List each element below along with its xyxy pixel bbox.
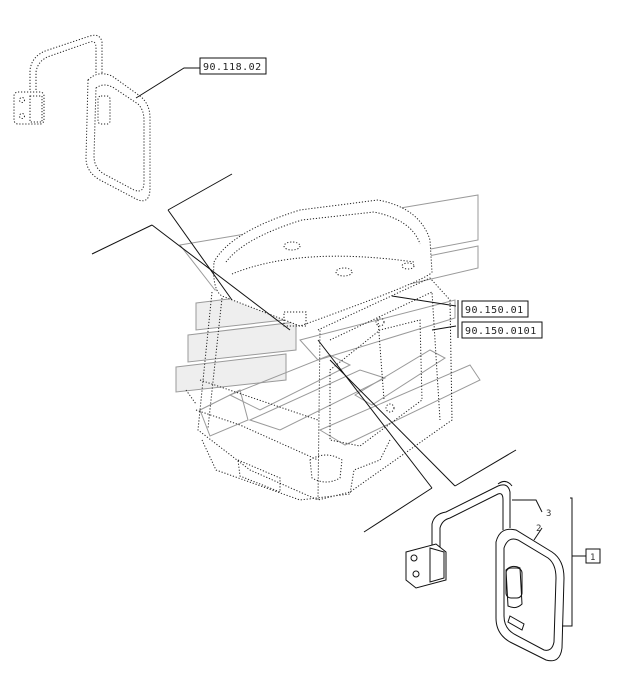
callout-item-1: 1	[590, 553, 595, 563]
upper-mirror	[13, 34, 151, 202]
reference-box-cab-1: 90.150.01	[461, 300, 529, 318]
reference-box-top: 90.118.02	[199, 57, 267, 75]
callout-item-3: 3	[546, 509, 551, 519]
top-mirror-ref-text: 90.118.02	[203, 62, 262, 73]
lower-mirror	[405, 480, 565, 662]
callout-item-2: 2	[536, 524, 541, 534]
cab-ref-leader	[391, 295, 457, 331]
cab-ref-2-text: 90.150.0101	[465, 326, 537, 337]
cab-ref-1-text: 90.150.01	[465, 305, 524, 316]
guide-lines	[91, 173, 517, 533]
cab-assembly	[185, 199, 453, 501]
background-emblem	[175, 194, 481, 446]
callout-labels: 3 2 1	[536, 509, 601, 564]
reference-box-cab-2: 90.150.0101	[461, 321, 543, 339]
upper-mirror-leader	[135, 67, 200, 99]
callout-leaders	[512, 497, 586, 627]
